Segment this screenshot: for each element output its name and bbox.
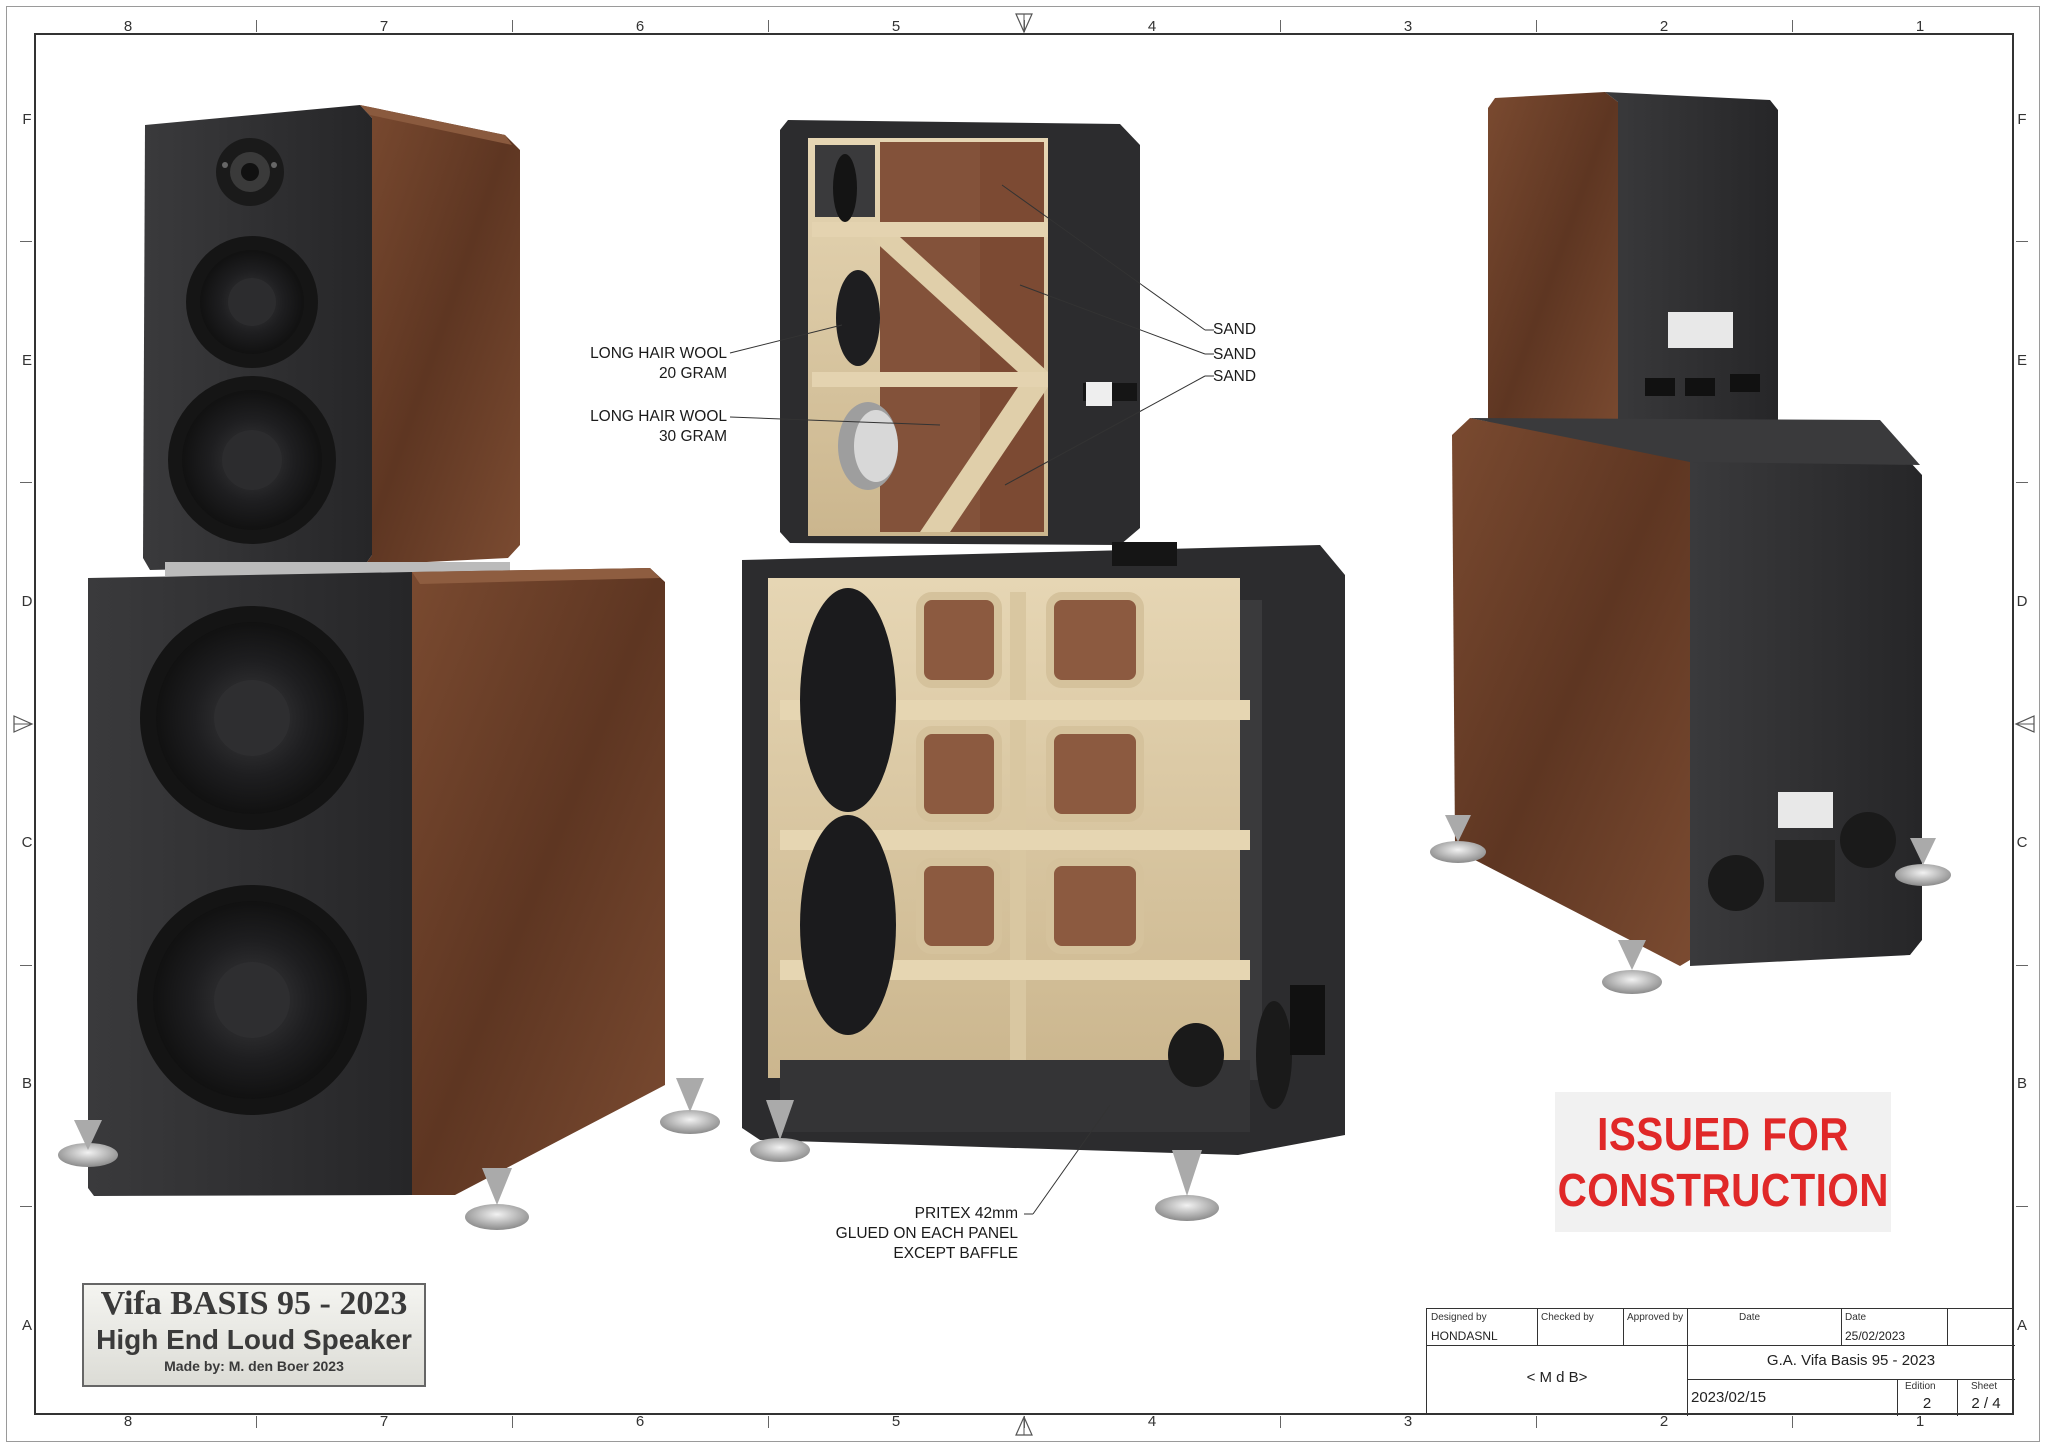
- zone-column-label: 8: [123, 1413, 133, 1430]
- callout-line: GLUED ON EACH PANEL: [835, 1225, 1018, 1242]
- title-block-rule: [1623, 1309, 1624, 1345]
- zone-tick: [2016, 482, 2028, 483]
- sheet-value: 2 / 4: [1971, 1395, 2001, 1412]
- zone-tick: [1280, 20, 1281, 32]
- title-block: Designed by HONDASNL Checked by Approved…: [1426, 1308, 2015, 1416]
- edition-value: 2: [1922, 1395, 1932, 1412]
- zone-column-label: 6: [635, 1413, 645, 1430]
- zone-column-label: 5: [891, 1413, 901, 1430]
- zone-row-label: C: [21, 834, 33, 851]
- title-block-rule: [1687, 1309, 1688, 1416]
- zone-row-label: B: [21, 1075, 32, 1092]
- callout-wool-20: LONG HAIR WOOL 20 GRAM: [555, 344, 727, 384]
- drawing-date: 2023/02/15: [1691, 1389, 1767, 1406]
- callout-line: LONG HAIR WOOL: [590, 408, 727, 425]
- zone-column-label: 5: [891, 18, 901, 35]
- zone-tick: [1536, 20, 1537, 32]
- zone-column-label: 1: [1915, 18, 1925, 35]
- stamp-line-2: CONSTRUCTION: [1557, 1164, 1889, 1216]
- sheet-inner-border: [34, 33, 2014, 1415]
- callout-sand: SAND: [1213, 321, 1257, 338]
- zone-row-label: A: [21, 1317, 32, 1334]
- zone-tick: [512, 20, 513, 32]
- title-block-rule: [1957, 1379, 1958, 1416]
- designed-by-label: Designed by: [1431, 1312, 1487, 1323]
- drawing-title: G.A. Vifa Basis 95 - 2023: [1766, 1352, 1936, 1369]
- zone-tick: [768, 1416, 769, 1428]
- callout-wool-30: LONG HAIR WOOL 30 GRAM: [555, 407, 727, 447]
- title-block-rule: [1897, 1379, 1898, 1416]
- zone-column-label: 1: [1915, 1413, 1925, 1430]
- title-block-rule: [1427, 1345, 2015, 1346]
- zone-row-label: D: [21, 593, 33, 610]
- zone-tick: [20, 965, 32, 966]
- company-mark: < M d B>: [1526, 1369, 1588, 1386]
- zone-row-label: D: [2016, 593, 2028, 610]
- zone-column-label: 8: [123, 18, 133, 35]
- date-label: Date: [1739, 1312, 1761, 1323]
- zone-tick: [256, 1416, 257, 1428]
- callout-line: 20 GRAM: [658, 365, 727, 382]
- callout-line: LONG HAIR WOOL: [590, 345, 727, 362]
- issued-for-construction-stamp: ISSUED FOR CONSTRUCTION: [1555, 1092, 1891, 1232]
- callout-line: EXCEPT BAFFLE: [893, 1245, 1018, 1262]
- zone-tick: [2016, 965, 2028, 966]
- zone-tick: [1792, 1416, 1793, 1428]
- product-nameplate: Vifa BASIS 95 - 2023 High End Loud Speak…: [82, 1283, 426, 1387]
- zone-tick: [1792, 20, 1793, 32]
- title-block-rule: [1687, 1379, 2015, 1380]
- callout-line: PRITEX 42mm: [914, 1205, 1018, 1222]
- zone-column-label: 7: [379, 1413, 389, 1430]
- zone-column-label: 3: [1403, 18, 1413, 35]
- zone-tick: [2016, 1206, 2028, 1207]
- zone-tick: [512, 1416, 513, 1428]
- zone-tick: [1536, 1416, 1537, 1428]
- zone-row-label: E: [21, 352, 32, 369]
- sheet-outer-border: [6, 6, 2040, 1442]
- checked-by-label: Checked by: [1541, 1312, 1594, 1323]
- nameplate-maker: Made by: M. den Boer 2023: [164, 1358, 344, 1374]
- zone-column-label: 4: [1147, 1413, 1157, 1430]
- approved-by-label: Approved by: [1627, 1312, 1684, 1323]
- zone-row-label: B: [2016, 1075, 2027, 1092]
- zone-tick: [256, 20, 257, 32]
- date-label: Date: [1845, 1312, 1867, 1323]
- zone-column-label: 6: [635, 18, 645, 35]
- zone-tick: [1024, 20, 1025, 32]
- zone-tick: [20, 482, 32, 483]
- zone-column-label: 4: [1147, 18, 1157, 35]
- zone-tick: [768, 20, 769, 32]
- zone-column-label: 2: [1659, 18, 1669, 35]
- nameplate-subtitle: High End Loud Speaker: [96, 1324, 412, 1355]
- zone-row-label: C: [2016, 834, 2028, 851]
- zone-column-label: 7: [379, 18, 389, 35]
- zone-row-label: A: [2016, 1317, 2027, 1334]
- zone-tick: [2016, 241, 2028, 242]
- sheet-label: Sheet: [1971, 1381, 1998, 1392]
- nameplate-title: Vifa BASIS 95 - 2023: [100, 1285, 408, 1322]
- zone-tick: [20, 1206, 32, 1207]
- designed-by-value: HONDASNL: [1431, 1329, 1498, 1343]
- zone-tick: [1024, 1416, 1025, 1428]
- callout-pritex: PRITEX 42mm GLUED ON EACH PANEL EXCEPT B…: [800, 1204, 1018, 1264]
- approval-date-value: 25/02/2023: [1845, 1329, 1906, 1343]
- callout-line: 30 GRAM: [658, 428, 727, 445]
- zone-tick: [1280, 1416, 1281, 1428]
- title-block-rule: [1537, 1309, 1538, 1345]
- title-block-rule: [1947, 1309, 1948, 1345]
- zone-column-label: 2: [1659, 1413, 1669, 1430]
- callout-sand: SAND: [1213, 368, 1257, 385]
- zone-column-label: 3: [1403, 1413, 1413, 1430]
- zone-row-label: F: [22, 111, 32, 128]
- zone-row-label: F: [2017, 111, 2027, 128]
- zone-row-label: E: [2016, 352, 2027, 369]
- edition-label: Edition: [1905, 1381, 1936, 1392]
- stamp-line-1: ISSUED FOR: [1597, 1108, 1849, 1160]
- callout-sand: SAND: [1213, 346, 1257, 363]
- zone-tick: [20, 241, 32, 242]
- title-block-rule: [1841, 1309, 1842, 1345]
